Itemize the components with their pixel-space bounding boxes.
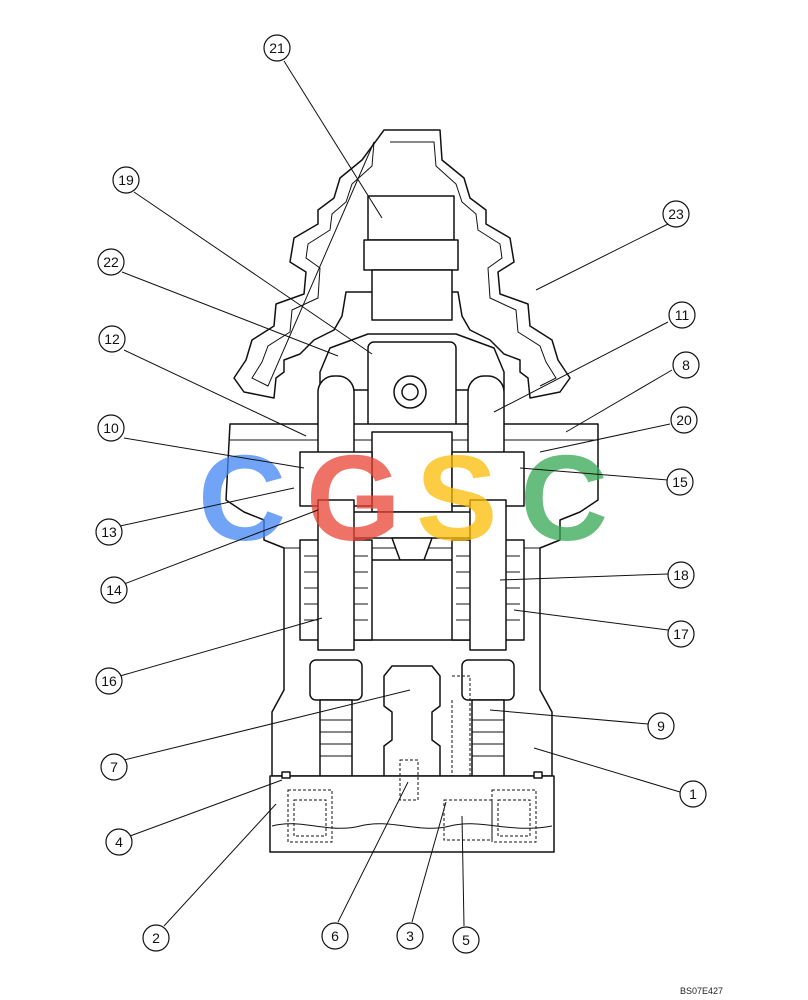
callout-15: 15: [666, 468, 694, 496]
svg-text:11: 11: [675, 307, 690, 323]
svg-text:14: 14: [106, 582, 122, 598]
o-ring-right: [533, 771, 543, 779]
callout-1: 1: [679, 780, 707, 808]
spool-left: [309, 659, 363, 701]
callout-8: 8: [672, 351, 700, 379]
svg-text:6: 6: [331, 928, 339, 944]
leader-lines: [119, 60, 681, 927]
bolt-6: [399, 759, 419, 801]
callout-16: 16: [95, 667, 123, 695]
svg-text:22: 22: [103, 254, 119, 270]
svg-text:8: 8: [682, 357, 690, 373]
callout-13: 13: [95, 518, 123, 546]
svg-text:13: 13: [101, 524, 117, 540]
base-plate: [269, 775, 555, 853]
callout-12: 12: [98, 325, 126, 353]
lever-mid: [363, 239, 459, 271]
svg-text:19: 19: [118, 172, 134, 188]
svg-text:7: 7: [110, 759, 118, 775]
svg-text:2: 2: [152, 930, 160, 946]
svg-text:18: 18: [673, 567, 689, 583]
joint-pin-hole: [401, 383, 419, 401]
callouts: 21 19 22 12 10 13 14 16 7 4 2 6 3 5 23 1…: [95, 34, 707, 954]
svg-text:12: 12: [104, 331, 120, 347]
plug-5: [443, 799, 493, 841]
callout-21: 21: [263, 34, 291, 62]
svg-text:1: 1: [689, 786, 697, 802]
o-ring-4: [281, 771, 291, 779]
watermark-letter-g-red: G: [306, 430, 401, 566]
spring-seat-right: [451, 451, 525, 507]
callout-9: 9: [647, 712, 675, 740]
watermark-letter-c-blue: C: [198, 430, 286, 566]
watermark-letter-s-yellow: S: [416, 430, 497, 566]
svg-text:10: 10: [103, 420, 119, 436]
callout-20: 20: [670, 406, 698, 434]
callout-14: 14: [100, 576, 128, 604]
callout-6: 6: [321, 922, 349, 950]
svg-text:16: 16: [101, 673, 117, 689]
spring-seat-left: [299, 451, 373, 507]
svg-text:20: 20: [676, 412, 692, 428]
callout-19: 19: [112, 166, 140, 194]
callout-7: 7: [100, 753, 128, 781]
svg-text:5: 5: [462, 932, 470, 948]
svg-text:17: 17: [673, 626, 689, 642]
callout-11: 11: [668, 301, 696, 329]
callout-22: 22: [97, 248, 125, 276]
svg-text:9: 9: [657, 718, 665, 734]
callout-4: 4: [105, 828, 133, 856]
watermark-letter-c-green: C: [520, 430, 608, 566]
port-right: [491, 789, 537, 843]
lever-lower: [371, 269, 453, 321]
boot-outline: [233, 129, 571, 399]
svg-text:21: 21: [269, 40, 285, 56]
lever-upper: [367, 195, 455, 241]
svg-text:3: 3: [406, 928, 414, 944]
callout-3: 3: [396, 922, 424, 950]
callout-23: 23: [662, 200, 690, 228]
callout-10: 10: [97, 414, 125, 442]
boot-inner-outline: [251, 141, 557, 387]
callout-17: 17: [667, 620, 695, 648]
callout-18: 18: [667, 561, 695, 589]
callout-2: 2: [142, 924, 170, 952]
port-left: [287, 789, 333, 843]
svg-text:23: 23: [668, 206, 684, 222]
figure-code: BS07E427: [680, 986, 724, 996]
callout-5: 5: [452, 926, 480, 954]
svg-text:15: 15: [672, 474, 688, 490]
svg-text:4: 4: [115, 834, 123, 850]
